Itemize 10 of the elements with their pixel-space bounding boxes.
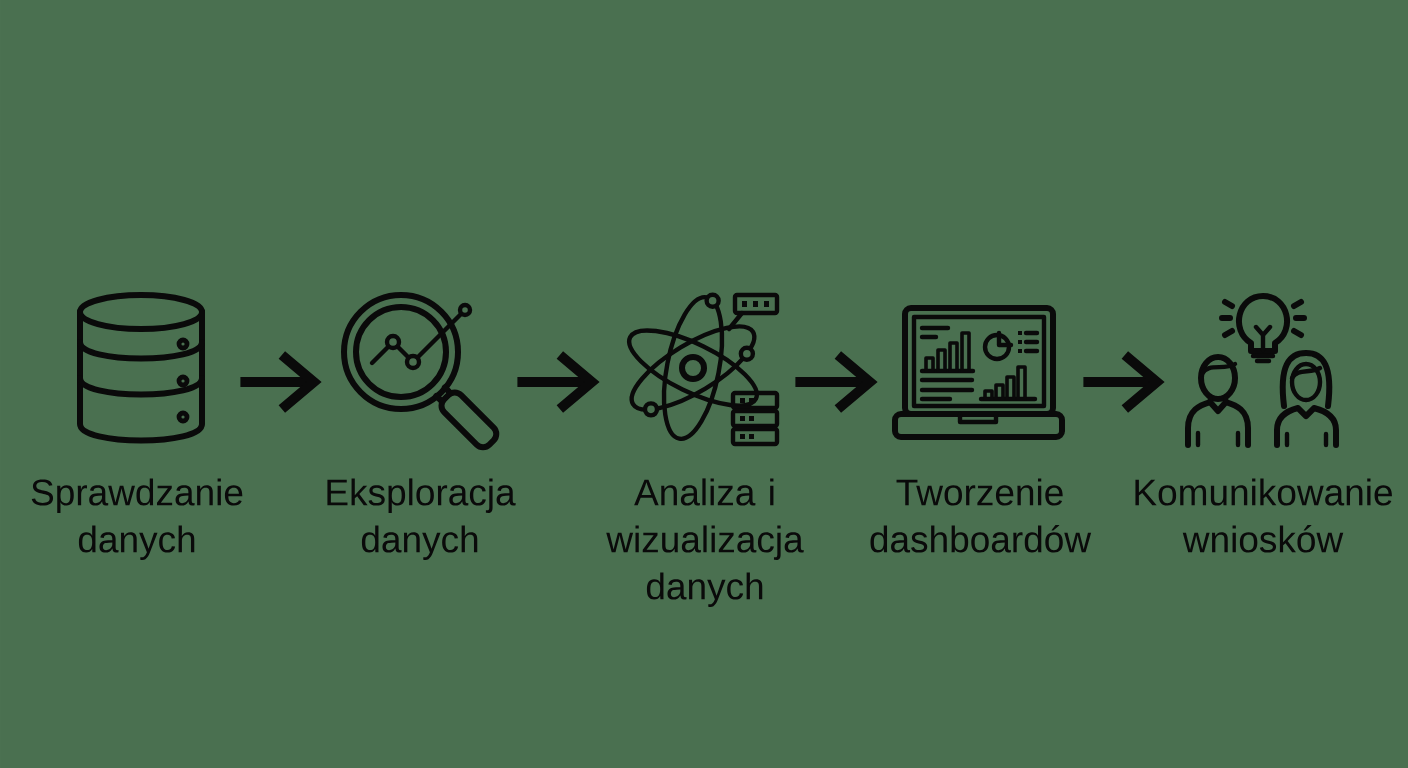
step-label: Sprawdzanie danych [31,478,243,560]
step-label: Komunikowanie wniosków [1135,478,1392,553]
laptop-dashboard-icon [892,305,1065,440]
atom-server-icon [627,292,780,447]
step-label: Analiza i wizualizacja danych [606,478,804,607]
database-icon [77,292,205,444]
step-label: Eksploracja danych [327,478,516,560]
step-label: Tworzenie dashboardów [870,478,1092,553]
people-lightbulb-icon [1185,293,1339,448]
magnifier-chart-icon [341,292,500,451]
